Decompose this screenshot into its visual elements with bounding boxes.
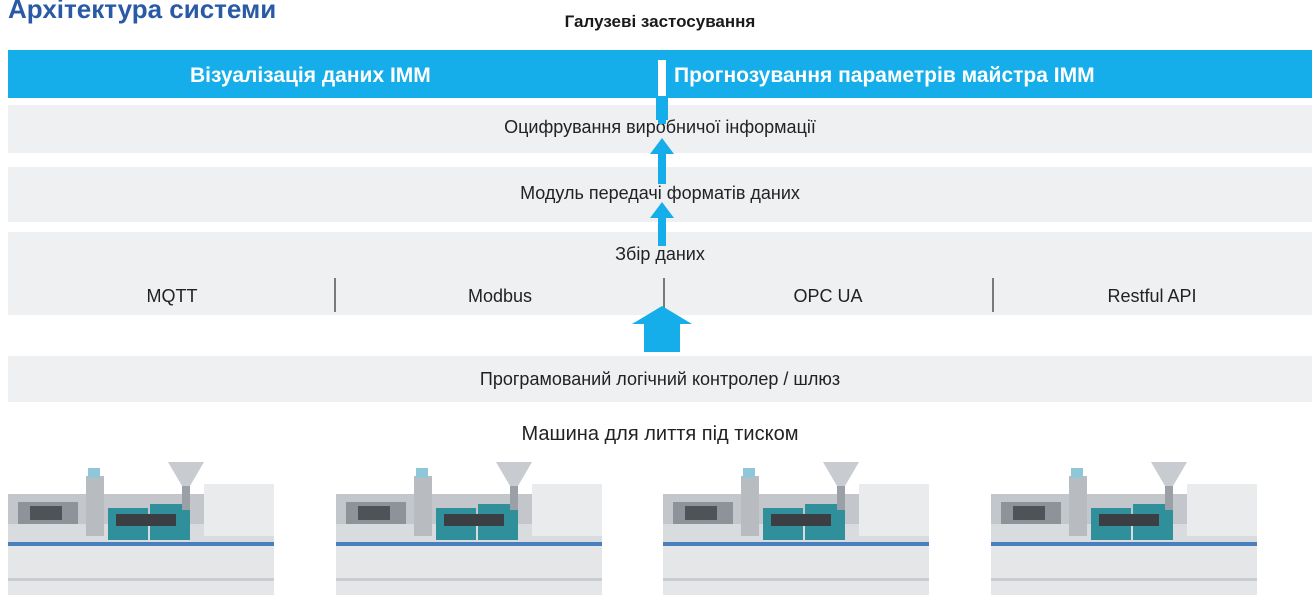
- protocol-row: MQTT Modbus OPC UA Restful API: [8, 286, 1312, 310]
- application-parameter-prediction: Прогнозування параметрів майстра IMM: [674, 64, 1095, 87]
- application-data-visualization: Візуалізація даних IMM: [190, 64, 431, 87]
- machine-label: Машина для лиття під тиском: [521, 423, 799, 445]
- protocol-opc-ua: OPC UA: [793, 286, 863, 306]
- protocol-restful-api: Restful API: [1107, 286, 1197, 306]
- up-arrow-icon: [650, 202, 674, 246]
- injection-molding-machine-image: [8, 462, 274, 595]
- data-flow-arrows: [632, 60, 692, 352]
- page-title: Архітектура системи: [8, 0, 277, 24]
- protocol-modbus: Modbus: [467, 286, 533, 306]
- layer-digitization-label: Оцифрування виробничої інформації: [504, 117, 816, 137]
- up-arrow-icon: [632, 306, 692, 352]
- injection-molding-machine-image: [663, 462, 929, 595]
- diagram-subtitle: Галузеві застосування: [564, 12, 756, 31]
- injection-molding-machine-image: [991, 462, 1257, 595]
- layer-data-collection-label: Збір даних: [615, 244, 705, 264]
- layer-plc-gateway: Програмований логічний контролер / шлюз: [8, 356, 1312, 402]
- layer-data-collection: Збір даних MQTT Modbus OPC UA Restful AP…: [8, 232, 1312, 315]
- up-arrow-icon: [656, 60, 668, 124]
- layer-plc-gateway-label: Програмований логічний контролер / шлюз: [479, 369, 841, 389]
- protocol-divider: [663, 278, 665, 312]
- injection-molding-machine-image: [336, 462, 602, 595]
- layer-format-module-label: Модуль передачі форматів даних: [520, 183, 800, 203]
- protocol-mqtt: MQTT: [146, 286, 198, 306]
- protocol-divider: [334, 278, 336, 312]
- up-arrow-icon: [650, 138, 674, 184]
- protocol-divider: [992, 278, 994, 312]
